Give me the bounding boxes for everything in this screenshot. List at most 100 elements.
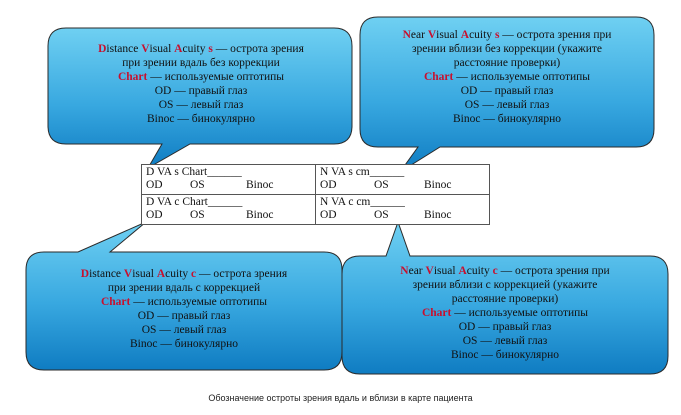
callout-text: — острота зрения при bbox=[497, 265, 610, 277]
callout-text: — используемые оптотипы bbox=[147, 71, 285, 83]
highlighted-letter: V bbox=[425, 265, 434, 277]
highlighted-letter: D bbox=[98, 43, 107, 55]
callout-line: Binoc — бинокулярно bbox=[56, 112, 346, 126]
cell-title: N VA c cm______ bbox=[320, 196, 405, 208]
cell-near-without-correction: N VA s cm______ OD OS Binoc bbox=[315, 164, 490, 195]
callout-text: OS — левый глаз bbox=[462, 335, 548, 347]
highlighted-letter: V bbox=[427, 29, 437, 41]
cell-distance-with-correction: D VA c Chart______ OD OS Binoc bbox=[141, 194, 316, 225]
callout-line: Binoc — бинокулярно bbox=[348, 348, 662, 362]
callout-text: зрении вблизи с коррекцией (укажите bbox=[412, 279, 598, 291]
callout-line: расстояние проверки) bbox=[366, 56, 648, 70]
highlighted-letter: Chart bbox=[421, 307, 452, 319]
os-label: OS bbox=[374, 179, 389, 191]
callout-near-c: Near Visual Acuity c — острота зрения пр… bbox=[348, 264, 662, 362]
highlighted-letter: A bbox=[174, 43, 183, 55]
callout-line: Chart — используемые оптотипы bbox=[348, 306, 662, 320]
callout-line: OS — левый глаз bbox=[56, 98, 346, 112]
highlighted-letter: V bbox=[123, 268, 133, 280]
callout-text: Binoc — бинокулярно bbox=[147, 113, 255, 125]
cell-distance-without-correction: D VA s Chart______ OD OS Binoc bbox=[141, 164, 316, 195]
callout-text: при зрении вдаль без коррекции bbox=[122, 57, 280, 69]
callout-text: OS — левый глаз bbox=[464, 99, 550, 111]
binoc-label: Binoc bbox=[424, 179, 452, 191]
od-label: OD bbox=[320, 179, 337, 191]
callout-text: OD — правый глаз bbox=[137, 310, 231, 322]
callout-distance-c: Distance Visual Acuity c — острота зрени… bbox=[32, 267, 336, 351]
callout-line: OD — правый глаз bbox=[348, 320, 662, 334]
callout-line: OS — левый глаз bbox=[366, 98, 648, 112]
callout-text: cuity bbox=[165, 268, 192, 280]
callout-bubble-distance-s bbox=[47, 27, 353, 170]
callout-line: Binoc — бинокулярно bbox=[32, 337, 336, 351]
callout-distance-s: Distance Visual Acuity s — острота зрени… bbox=[56, 42, 346, 126]
callout-line: при зрении вдаль с коррекцией bbox=[32, 281, 336, 295]
callout-bubble-near-c bbox=[341, 220, 669, 375]
od-label: OD bbox=[146, 209, 163, 221]
callout-line: Chart — используемые оптотипы bbox=[32, 295, 336, 309]
callout-line: Chart — используемые оптотипы bbox=[56, 70, 346, 84]
callout-line: OD — правый глаз bbox=[56, 84, 346, 98]
callout-text: расстояние проверки) bbox=[451, 293, 559, 305]
callout-text: Binoc — бинокулярно bbox=[130, 338, 238, 350]
callout-text: — острота зрения bbox=[212, 43, 304, 55]
callout-text: isual bbox=[436, 29, 461, 41]
binoc-label: Binoc bbox=[246, 179, 274, 191]
callout-text: istance bbox=[106, 43, 142, 55]
callout-text: istance bbox=[89, 268, 124, 280]
cell-title: N VA s cm______ bbox=[320, 166, 405, 178]
callout-text: cuity bbox=[182, 43, 209, 55]
highlighted-letter: Chart bbox=[117, 71, 148, 83]
callout-near-s: Near Visual Acuity s — острота зрения пр… bbox=[366, 28, 648, 126]
callout-text: зрении вблизи без коррекции (укажите bbox=[411, 43, 602, 55]
highlighted-letter: A bbox=[156, 268, 166, 280]
callout-text: Binoc — бинокулярно bbox=[453, 113, 561, 125]
highlighted-letter: D bbox=[80, 268, 90, 280]
callout-text: — острота зрения bbox=[196, 268, 288, 280]
binoc-label: Binoc bbox=[246, 209, 274, 221]
callout-line: OD — правый глаз bbox=[366, 84, 648, 98]
callout-text: OD — правый глаз bbox=[458, 321, 552, 333]
highlighted-letter: N bbox=[402, 29, 411, 41]
callout-text: — используемые оптотипы bbox=[130, 296, 268, 308]
callout-text: isual bbox=[149, 43, 175, 55]
callout-text: при зрении вдаль с коррекцией bbox=[107, 282, 261, 294]
callout-text: — используемые оптотипы bbox=[453, 71, 591, 83]
callout-text: расстояние проверки) bbox=[453, 57, 561, 69]
callout-text: cuity bbox=[466, 265, 493, 277]
callout-text: isual bbox=[433, 265, 459, 277]
callout-line: Near Visual Acuity s — острота зрения пр… bbox=[366, 28, 648, 42]
callout-text: OS — левый глаз bbox=[158, 99, 244, 111]
callout-bubble-distance-c bbox=[25, 221, 343, 371]
callout-text: — острота зрения при bbox=[499, 29, 612, 41]
callout-line: при зрении вдаль без коррекции bbox=[56, 56, 346, 70]
callout-line: Distance Visual Acuity c — острота зрени… bbox=[32, 267, 336, 281]
highlighted-letter: s bbox=[208, 43, 213, 55]
visual-acuity-table: D VA s Chart______ OD OS Binoc N VA s cm… bbox=[141, 164, 490, 225]
callout-line: зрении вблизи с коррекцией (укажите bbox=[348, 278, 662, 292]
callout-line: зрении вблизи без коррекции (укажите bbox=[366, 42, 648, 56]
callout-text: cuity bbox=[469, 29, 495, 41]
os-label: OS bbox=[190, 209, 205, 221]
binoc-label: Binoc bbox=[424, 209, 452, 221]
highlighted-letter: N bbox=[400, 265, 409, 277]
highlighted-letter: Chart bbox=[100, 296, 131, 308]
cell-title: D VA c Chart______ bbox=[146, 196, 243, 208]
os-label: OS bbox=[190, 179, 205, 191]
highlighted-letter: s bbox=[494, 29, 500, 41]
highlighted-letter: Chart bbox=[423, 71, 454, 83]
callout-bubble-near-s bbox=[359, 16, 655, 173]
callout-line: OS — левый глаз bbox=[348, 334, 662, 348]
figure-caption: Обозначение остроты зрения вдаль и вблиз… bbox=[208, 393, 473, 403]
callout-text: ear bbox=[410, 29, 428, 41]
highlighted-letter: V bbox=[141, 43, 150, 55]
callout-text: ear bbox=[408, 265, 426, 277]
highlighted-letter: c bbox=[191, 268, 197, 280]
callout-line: Near Visual Acuity c — острота зрения пр… bbox=[348, 264, 662, 278]
callout-text: isual bbox=[132, 268, 157, 280]
callout-text: OD — правый глаз bbox=[460, 85, 554, 97]
highlighted-letter: A bbox=[460, 29, 470, 41]
highlighted-letter: c bbox=[492, 265, 498, 277]
callout-line: расстояние проверки) bbox=[348, 292, 662, 306]
